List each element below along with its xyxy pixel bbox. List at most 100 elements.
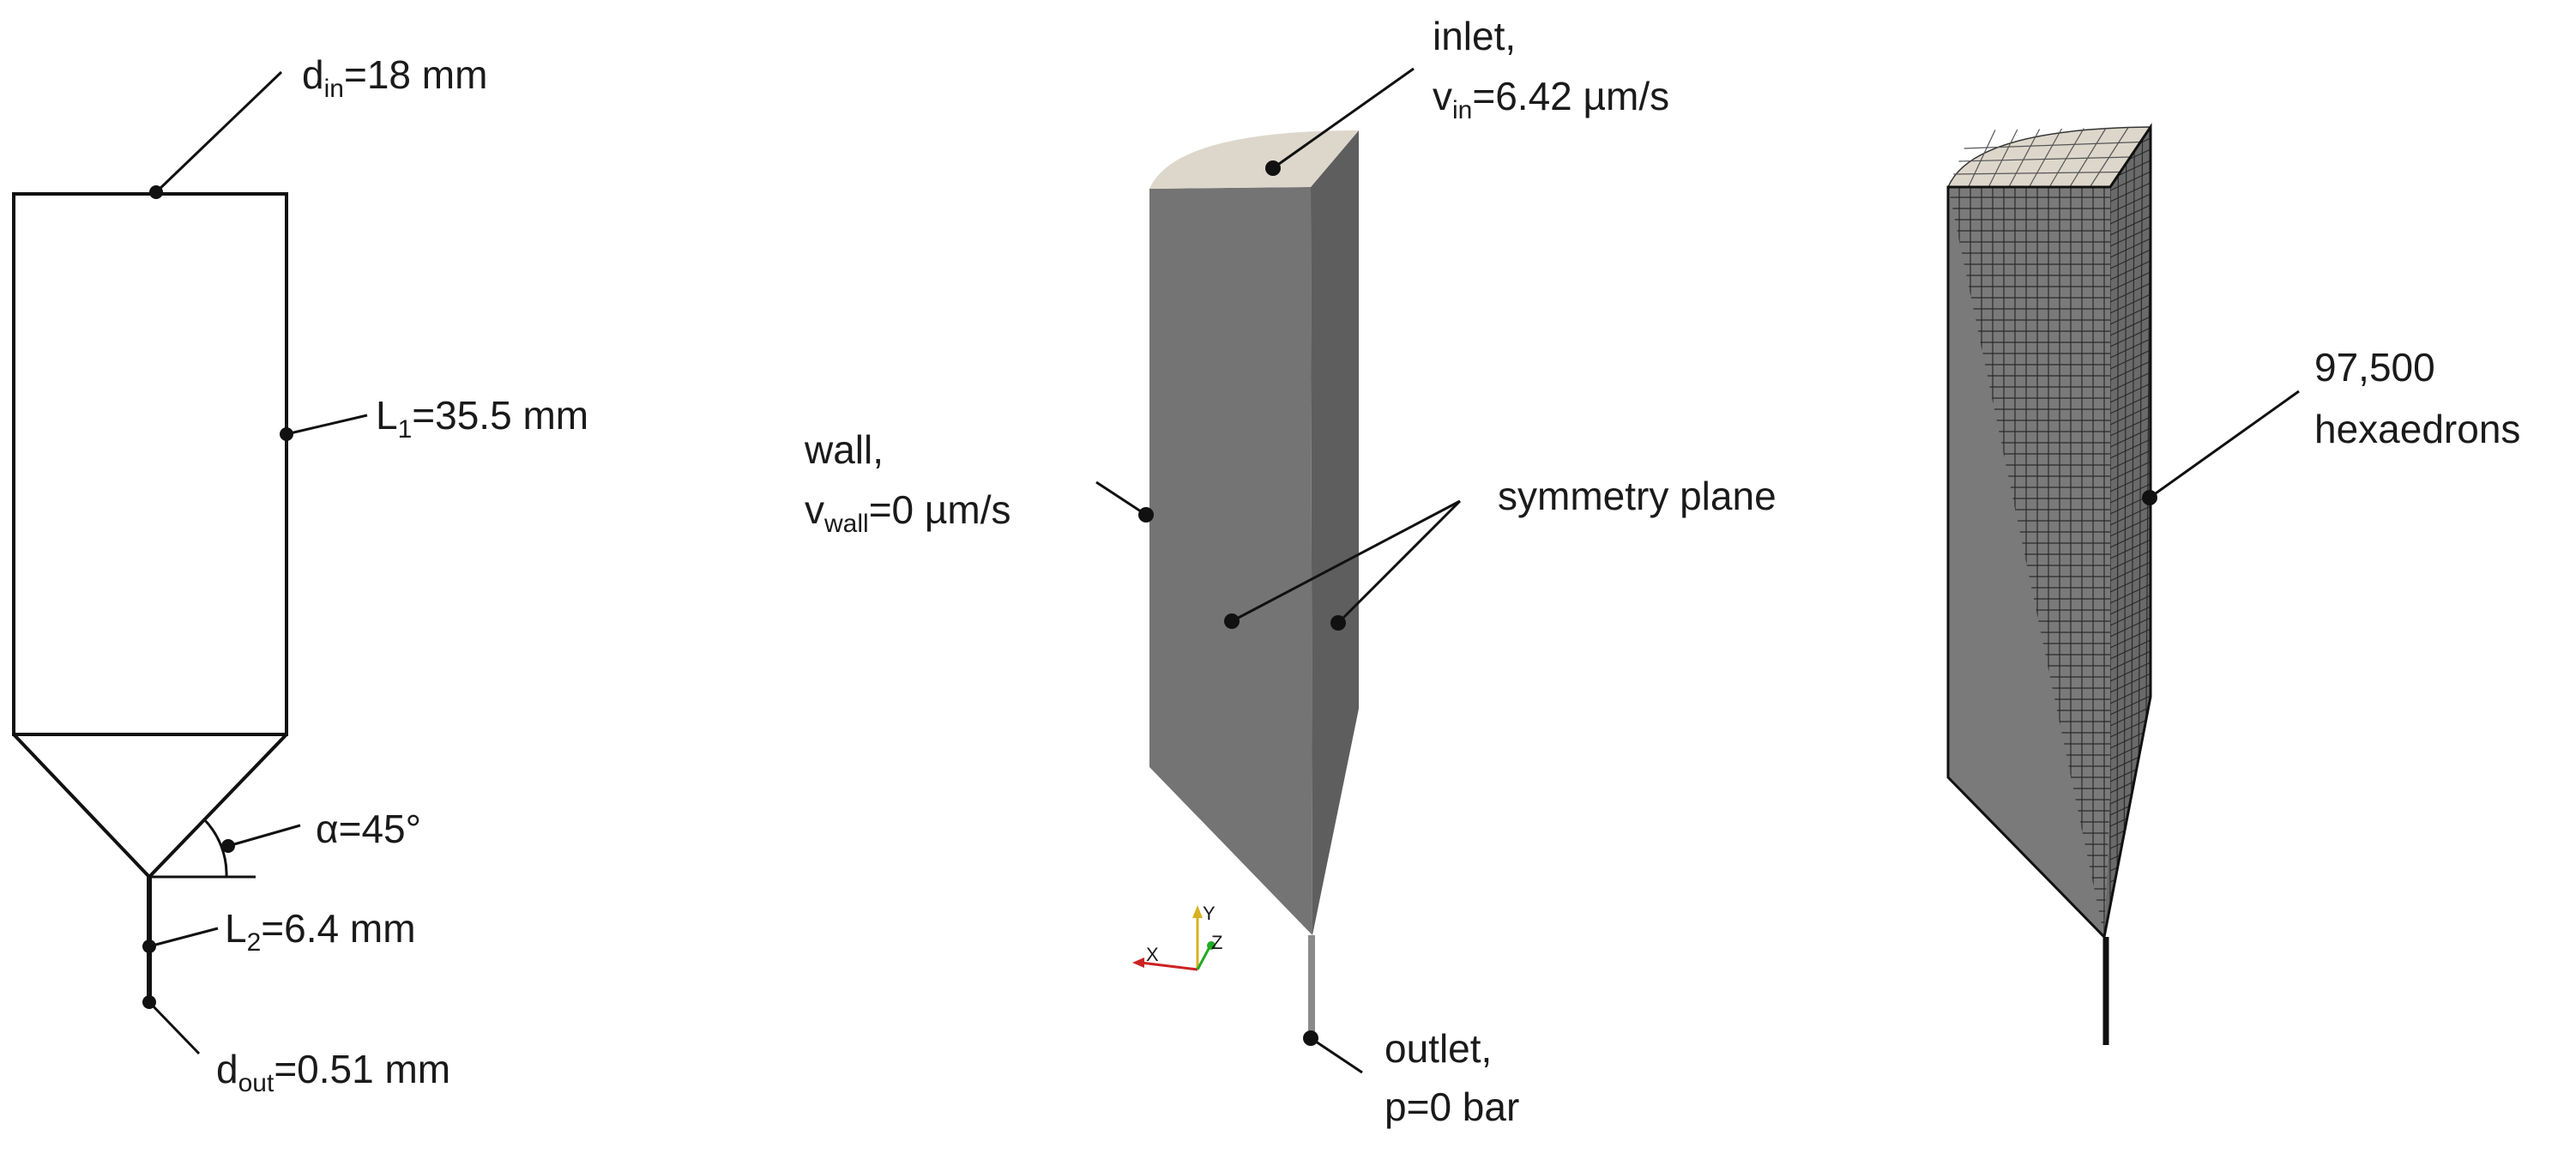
mesh-line (2109, 416, 2151, 437)
mesh-line (1953, 171, 2121, 175)
symmetry-marker-2 (1330, 615, 1346, 631)
y-axis-label: Y (1203, 903, 1216, 924)
model-markers (1138, 160, 1346, 1046)
alpha-label: α=45° (316, 807, 421, 851)
mesh-line (2109, 662, 2151, 682)
wall-label-line2: vwall=0 µm/s (805, 487, 1011, 538)
axis-triad: X Y Z (1132, 903, 1222, 971)
mesh-line (2109, 606, 2151, 626)
x-axis-tip (1132, 958, 1144, 968)
mesh-line (2109, 260, 2151, 281)
inlet-label-line1: inlet, (1433, 14, 1516, 58)
mesh-line (1968, 130, 1996, 188)
mesh-line (2109, 193, 2151, 214)
mesh-panel: 97,500 hexaedrons (1946, 123, 2520, 1045)
mesh-line (2109, 450, 2151, 470)
mesh-line (2109, 249, 2151, 269)
y-axis-tip (1192, 905, 1203, 918)
outlet-label-line2: p=0 bar (1385, 1085, 1519, 1129)
alpha-leader (227, 824, 301, 848)
mesh-front-face (1948, 187, 2110, 937)
inlet-label-line2: vin=6.42 µm/s (1433, 74, 1669, 124)
mesh-line (2109, 227, 2151, 247)
mesh-line (2109, 271, 2151, 292)
alpha-marker (221, 839, 235, 853)
mesh-line (2109, 394, 2151, 414)
mesh-line (2109, 583, 2151, 604)
angle-arc (202, 818, 228, 878)
mesh-line (1958, 156, 2131, 162)
schematic-panel: din=18 mm L1=35.5 mm α=45° L2=6.4 mm dou… (12, 52, 588, 1097)
mesh-marker (2142, 490, 2157, 505)
mesh-line (2109, 316, 2151, 336)
mesh-line (2109, 595, 2151, 615)
boundary-model-panel: X Y Z inlet, vin=6.42 µm/s wall, vwall=0… (804, 14, 1777, 1129)
mesh-line (2109, 438, 2151, 459)
mesh-line (2109, 383, 2151, 403)
L2-label: L2=6.4 mm (225, 906, 416, 957)
mesh-line (2109, 885, 2151, 905)
mesh-line (2109, 405, 2151, 426)
cylinder-section (12, 192, 288, 736)
mesh-leader (2149, 390, 2300, 499)
outlet-label-line1: outlet, (1385, 1026, 1492, 1071)
z-axis-label: Z (1211, 932, 1222, 953)
symmetry-leader-1 (1231, 499, 1461, 623)
cone-section (12, 733, 288, 879)
mesh-line (2109, 539, 2151, 559)
d-out-label: dout=0.51 mm (216, 1047, 450, 1097)
wall-marker (1138, 507, 1154, 523)
mesh-line (2109, 572, 2151, 593)
mesh-line (2008, 129, 2041, 188)
x-axis (1140, 961, 1198, 971)
mesh-line (2109, 650, 2151, 671)
mesh-line (2109, 695, 2151, 716)
z-axis-tip (1207, 941, 1216, 950)
mesh-line (2109, 182, 2151, 202)
d-in-marker (149, 185, 163, 199)
wall-leader (1095, 480, 1147, 517)
z-axis (1196, 946, 1211, 970)
meshed-model (1946, 123, 2152, 1045)
mesh-line (2109, 550, 2151, 571)
mesh-line (2109, 282, 2151, 303)
mesh-line (1964, 141, 2141, 149)
mesh-grid-top (1953, 127, 2141, 188)
outlet-leader (1310, 1036, 1363, 1074)
mesh-line (2109, 617, 2151, 637)
d-in-leader (154, 70, 283, 194)
mesh-line (2109, 215, 2151, 236)
mesh-line (2109, 349, 2151, 370)
mesh-line (2109, 628, 2151, 649)
mesh-line (2028, 128, 2063, 188)
front-face (1149, 187, 1312, 935)
mesh-line (2109, 360, 2151, 381)
d-out-marker (142, 995, 156, 1009)
schematic-markers (142, 185, 293, 1009)
inlet-marker (1265, 160, 1281, 176)
mesh-line (2109, 472, 2151, 492)
L2-marker (142, 940, 156, 953)
mesh-line (2109, 706, 2151, 727)
mesh-outline (1946, 123, 2152, 940)
side-face (1311, 130, 1359, 935)
L1-label: L1=35.5 mm (376, 393, 588, 444)
mesh-line (2109, 918, 2151, 937)
mesh-line (2109, 372, 2151, 392)
mesh-line (2069, 127, 2107, 188)
mesh-line (2109, 717, 2151, 738)
outlet-marker (1303, 1030, 1318, 1046)
L1-leader (286, 414, 368, 436)
wall-label-line1: wall, (804, 427, 884, 472)
nozzle-outline (12, 192, 288, 1002)
inlet-leader (1272, 67, 1415, 170)
d-in-label: din=18 mm (302, 52, 487, 103)
mesh-line (2109, 684, 2151, 704)
symmetry-plane-label: symmetry plane (1498, 474, 1777, 518)
L1-marker (280, 427, 293, 441)
symmetry-leader-2 (1336, 499, 1462, 625)
mesh-line (2109, 907, 2151, 927)
d-out-leader (148, 1000, 201, 1055)
mesh-line (2109, 204, 2151, 225)
